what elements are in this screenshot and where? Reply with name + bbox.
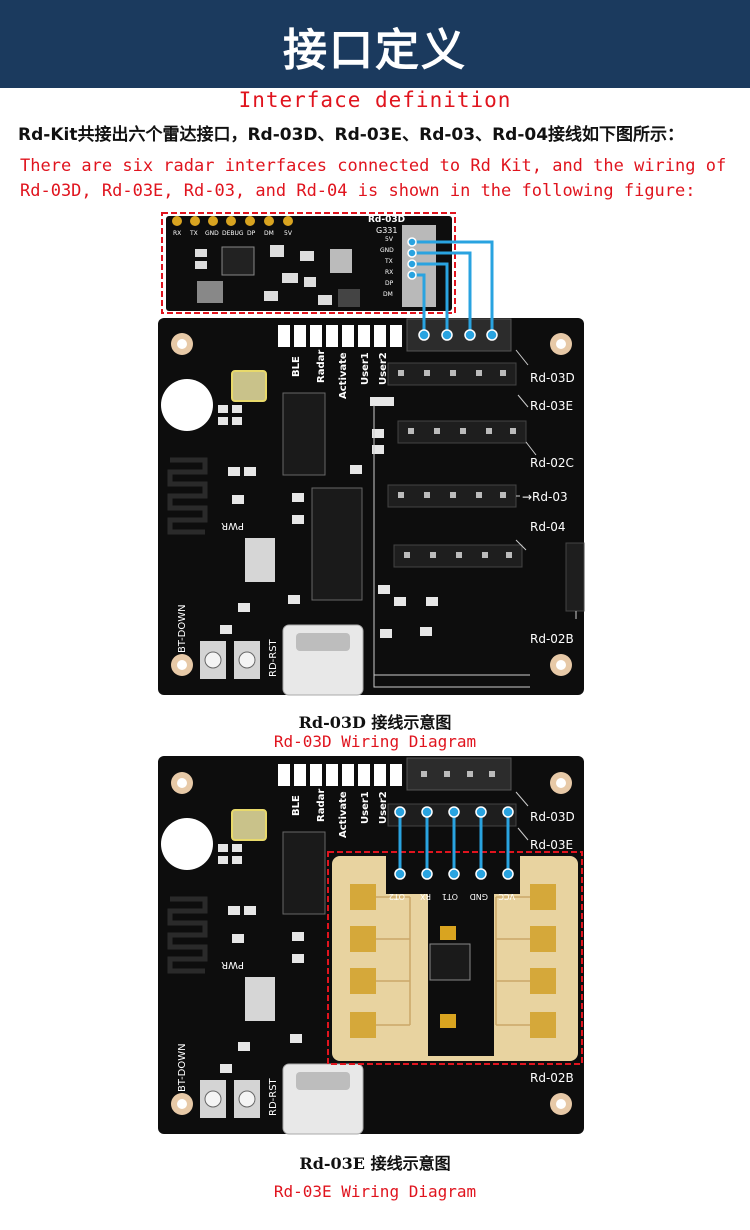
intro-text-cn: Rd-Kit共接出六个雷达接口，Rd-03D、Rd-03E、Rd-03、Rd-0… <box>18 125 685 145</box>
header-rows <box>387 362 585 612</box>
bt-antenna-2 <box>167 896 208 974</box>
switch-label-radar: Radar <box>316 350 327 383</box>
port-label-rd02b: Rd-02B <box>530 632 574 646</box>
rd03d-module-code: G331 <box>376 226 397 235</box>
buzzer-2 <box>161 818 213 870</box>
wire-endpoints <box>407 237 498 341</box>
rd03e-pin-label: RX <box>419 892 431 901</box>
rd03d-side-pin-label: DM <box>383 291 393 298</box>
regulator-2 <box>245 977 275 1021</box>
wire-endpoints-2 <box>394 806 514 880</box>
chip-upper-2 <box>282 831 326 915</box>
switch-label-ble-2: BLE <box>291 795 302 816</box>
chip-upper <box>282 392 326 476</box>
switch-label-activate: Activate <box>338 352 349 399</box>
rd03e-pin-label: OT2 <box>389 892 405 901</box>
figure-rd03d-wiring: RX TX GND DEBUG DP DM 5V Rd-03D G331 5V … <box>158 212 585 696</box>
rd03d-side-pin-label: GND <box>380 247 394 254</box>
rd03e-chip <box>429 943 471 981</box>
rd03d-side-pin-label: 5V <box>385 236 394 243</box>
switch-label-user2-2: User2 <box>378 791 389 824</box>
port-label-rd03d: Rd-03D <box>530 371 575 385</box>
rd03e-pin-label: OT1 <box>442 892 458 901</box>
port-leader-lines <box>373 349 577 688</box>
rd03d-module-name: Rd-03D <box>368 215 405 225</box>
crystal <box>231 370 267 402</box>
rd03d-side-pin-label: DP <box>385 280 394 287</box>
switch-label-user2: User2 <box>378 352 389 385</box>
port-label-rd03e: Rd-03E <box>530 399 573 413</box>
port-label-rd03e-2: Rd-03E <box>530 838 573 852</box>
port-label-rd02c: Rd-02C <box>530 456 574 470</box>
smd-components-2 <box>218 844 304 1073</box>
rd03d-side-connector <box>402 225 436 307</box>
smd-components <box>218 397 438 638</box>
rd03e-wires <box>398 812 510 874</box>
dip-switches <box>278 325 402 347</box>
rd03d-pin-label: DM <box>264 230 274 237</box>
crystal-2 <box>231 809 267 841</box>
section-heading: Interface definition <box>238 88 512 112</box>
regulator <box>245 538 275 582</box>
header-banner: 接口定义 <box>0 0 750 88</box>
intro-text-en-1: There are six radar interfaces connected… <box>20 156 727 176</box>
rd03d-pin-label: GND <box>205 230 219 237</box>
port-label-rd04: Rd-04 <box>530 520 566 534</box>
bt-down-label-2: BT-DOWN <box>177 1043 188 1092</box>
dip-switches-2 <box>278 764 402 786</box>
port-leader-lines-2 <box>515 791 529 841</box>
switch-label-radar-2: Radar <box>316 789 327 822</box>
switch-label-user1: User1 <box>360 352 371 385</box>
switch-label-ble: BLE <box>291 356 302 377</box>
bt-down-label: BT-DOWN <box>177 604 188 653</box>
intro-text-en-2: Rd-03D, Rd-03E, Rd-03, and Rd-04 is show… <box>20 181 696 201</box>
rd03e-pin-label: VCC <box>498 892 515 901</box>
rd03d-components <box>195 245 360 307</box>
rd03d-pin-label: DP <box>247 230 256 237</box>
rd03e-pin-label: GND <box>470 892 488 901</box>
port-label-rd03d-2: Rd-03D <box>530 810 575 824</box>
switch-label-user1-2: User1 <box>360 791 371 824</box>
switch-label-activate-2: Activate <box>338 791 349 838</box>
rd03d-module-board <box>166 216 452 311</box>
figure1-caption-cn: Rd-03D 接线示意图 <box>298 713 452 732</box>
rd03d-top-pads <box>172 216 293 226</box>
rd-rst-label: RD-RST <box>268 638 279 677</box>
port-label-rd02b-2: Rd-02B <box>530 1071 574 1085</box>
figure2-caption-cn: Rd-03E 接线示意图 <box>299 1154 451 1173</box>
rd-rst-label-2: RD-RST <box>268 1077 279 1116</box>
mounting-holes-2 <box>171 772 572 1115</box>
pwr-label-2: PWR <box>221 959 244 970</box>
rd03d-side-pin-label: RX <box>385 269 393 276</box>
rd-kit-board <box>158 318 584 695</box>
figure2-caption-en: Rd-03E Wiring Diagram <box>273 1182 477 1201</box>
rd03d-highlight-frame <box>161 212 456 314</box>
rd03d-pin-label: RX <box>173 230 181 237</box>
bt-antenna <box>167 457 208 535</box>
port-label-rd03: →Rd-03 <box>522 490 568 504</box>
rd03d-pin-label: 5V <box>284 230 293 237</box>
rd03d-side-pin-label: TX <box>384 258 393 265</box>
rd03e-antenna-patches <box>350 884 556 1038</box>
figure1-caption-en: Rd-03D Wiring Diagram <box>273 732 477 751</box>
pwr-label: PWR <box>221 520 244 531</box>
chip-lower <box>311 487 363 601</box>
rd03d-pin-label: DEBUG <box>222 230 244 237</box>
buzzer <box>161 379 213 431</box>
mounting-holes <box>171 333 572 676</box>
page-title: 接口定义 <box>283 25 467 76</box>
rd03d-wires <box>412 240 494 335</box>
figure-rd03e-wiring: BLE Radar Activate User1 User2 BT-DOWN R… <box>158 756 584 1135</box>
rd03d-pin-label: TX <box>189 230 198 237</box>
